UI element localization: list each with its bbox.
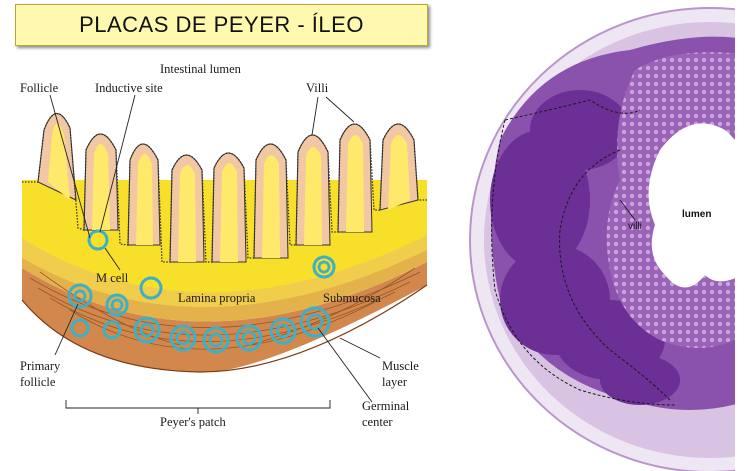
peyers-patch-diagram: Intestinal lumen Follicle Inductive site… bbox=[20, 62, 428, 429]
villus bbox=[304, 147, 322, 245]
follicles bbox=[67, 229, 336, 354]
label-muscle-layer-2: layer bbox=[382, 375, 408, 389]
villus bbox=[346, 135, 364, 232]
follicle bbox=[169, 324, 197, 352]
follicle bbox=[312, 255, 336, 279]
label-germinal-center-1: Germinal bbox=[362, 399, 410, 413]
follicle bbox=[299, 306, 331, 338]
label-follicle: Follicle bbox=[20, 81, 59, 95]
micrograph-label-lumen: lumen bbox=[682, 209, 711, 220]
muscle-layer bbox=[22, 262, 427, 373]
villus bbox=[178, 165, 196, 262]
follicle-centers bbox=[73, 260, 331, 348]
label-peyers-patch: Peyer's patch bbox=[160, 415, 227, 429]
villus bbox=[136, 154, 153, 245]
villus bbox=[48, 123, 70, 200]
leader-lines bbox=[49, 94, 381, 414]
follicle bbox=[102, 320, 122, 340]
follicle bbox=[87, 229, 109, 251]
follicle bbox=[202, 326, 230, 354]
label-lamina-propria: Lamina propria bbox=[178, 291, 256, 305]
follicle bbox=[139, 276, 163, 300]
submucosa-region bbox=[22, 228, 427, 308]
follicle bbox=[67, 283, 93, 309]
serosa-line bbox=[21, 284, 428, 373]
label-inductive-site: Inductive site bbox=[95, 81, 163, 95]
micrograph-label-villi: villi bbox=[628, 221, 642, 232]
follicle bbox=[70, 318, 90, 338]
villi-leader bbox=[619, 199, 636, 221]
villi-group bbox=[37, 113, 419, 263]
follicle bbox=[269, 317, 297, 345]
villus bbox=[220, 163, 238, 262]
ileum-micrograph: villi lumen bbox=[469, 7, 735, 471]
label-muscle-layer-1: Muscle bbox=[382, 359, 419, 373]
label-germinal-center-2: center bbox=[362, 415, 393, 429]
label-primary-follicle-2: follicle bbox=[20, 375, 56, 389]
label-primary-follicle-1: Primary bbox=[20, 359, 61, 373]
page-title: PLACAS DE PEYER - ÍLEO bbox=[15, 4, 428, 46]
label-m-cell: M cell bbox=[96, 271, 129, 285]
patch-outline-outer bbox=[491, 119, 676, 406]
label-submucosa: Submucosa bbox=[323, 291, 381, 305]
villus bbox=[262, 155, 280, 258]
label-villi: Villi bbox=[306, 81, 329, 95]
villus bbox=[92, 144, 110, 230]
epithelium-surface bbox=[22, 112, 427, 263]
label-intestinal-lumen: Intestinal lumen bbox=[160, 62, 242, 76]
patch-outline bbox=[504, 99, 671, 401]
lymphoid-nodules bbox=[490, 90, 680, 405]
lumen bbox=[648, 123, 735, 288]
villus bbox=[388, 135, 410, 210]
page-title-text: PLACAS DE PEYER - ÍLEO bbox=[79, 12, 364, 37]
follicle bbox=[133, 316, 161, 344]
follicle bbox=[235, 324, 263, 352]
follicle bbox=[105, 293, 129, 317]
submucosa-layer bbox=[22, 235, 427, 322]
